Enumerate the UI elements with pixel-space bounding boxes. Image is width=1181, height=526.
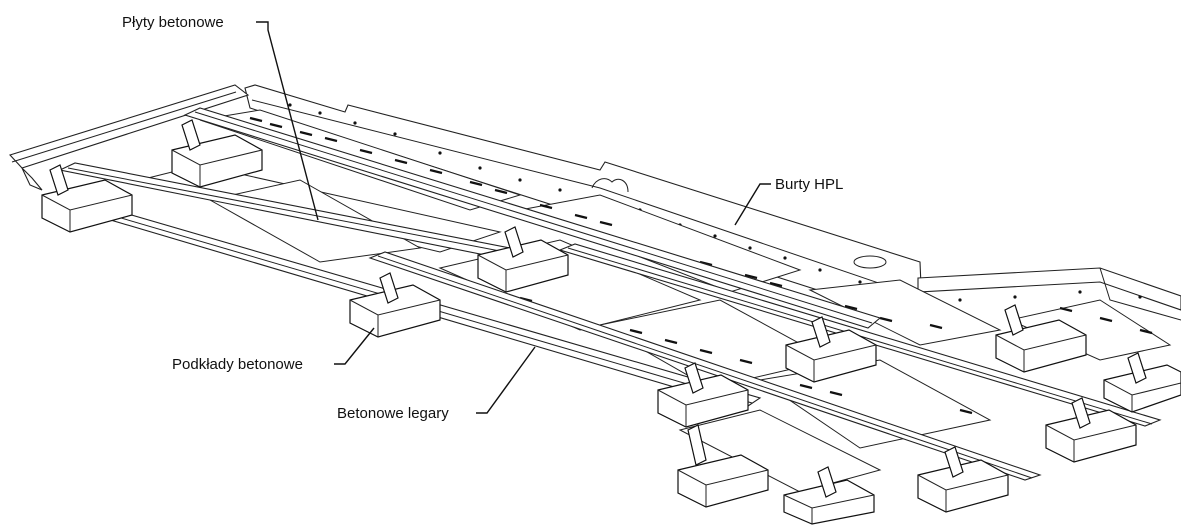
hpl-rivets	[288, 103, 1142, 302]
label-concrete-slabs-text: Płyty betonowe	[122, 14, 224, 31]
sleeper	[995, 304, 1087, 373]
sleeper	[349, 272, 441, 338]
label-hpl-boards: Burty HPL	[734, 176, 843, 226]
label-hpl-boards-text: Burty HPL	[775, 176, 843, 193]
sleeper	[1045, 397, 1137, 463]
label-concrete-beams-text: Betonowe legary	[337, 405, 449, 422]
sleeper	[171, 119, 263, 188]
sleeper	[917, 446, 1009, 513]
sleeper	[1103, 352, 1181, 413]
sleeper	[657, 362, 749, 428]
label-concrete-beams: Betonowe legary	[337, 346, 536, 422]
label-concrete-sleepers-text: Podkłady betonowe	[172, 356, 303, 373]
concrete-slabs	[139, 109, 1172, 493]
label-concrete-slabs: Płyty betonowe	[122, 14, 319, 221]
sleeper	[785, 316, 877, 383]
left-end-frame	[9, 84, 250, 191]
sleeper	[783, 466, 875, 525]
sleeper	[477, 226, 569, 293]
label-concrete-sleepers: Podkłady betonowe	[172, 327, 375, 373]
sleeper	[41, 164, 133, 233]
sleeper	[677, 424, 769, 508]
concrete-sleepers	[41, 119, 1181, 525]
